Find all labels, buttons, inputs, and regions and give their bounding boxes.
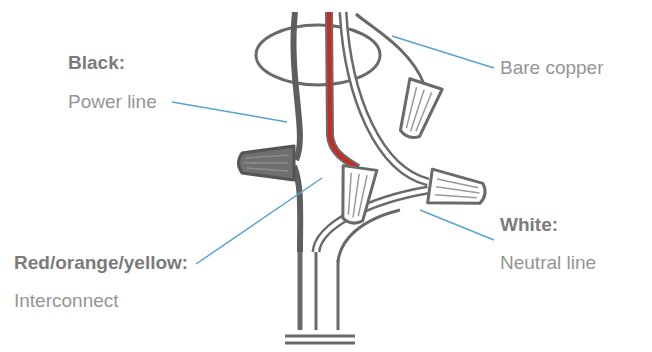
wire-role-label: Power line bbox=[68, 91, 157, 113]
wire-color-label: Bare copper bbox=[500, 57, 604, 79]
wire-color-label: Black: bbox=[68, 52, 125, 74]
wire-nut bbox=[393, 79, 442, 142]
box-opening bbox=[256, 25, 380, 85]
leader-lines bbox=[172, 36, 494, 264]
black-wire bbox=[293, 12, 299, 160]
wire-nut bbox=[335, 166, 376, 226]
bare-copper-wire bbox=[356, 14, 424, 84]
wire-color-label: Red/orange/yellow: bbox=[14, 252, 188, 274]
wire-nut bbox=[428, 169, 488, 210]
wire-color-label: White: bbox=[500, 214, 558, 236]
wire-role-label: Neutral line bbox=[500, 252, 596, 274]
wire-role-label: Interconnect bbox=[14, 290, 119, 312]
wire-nut bbox=[239, 146, 295, 180]
